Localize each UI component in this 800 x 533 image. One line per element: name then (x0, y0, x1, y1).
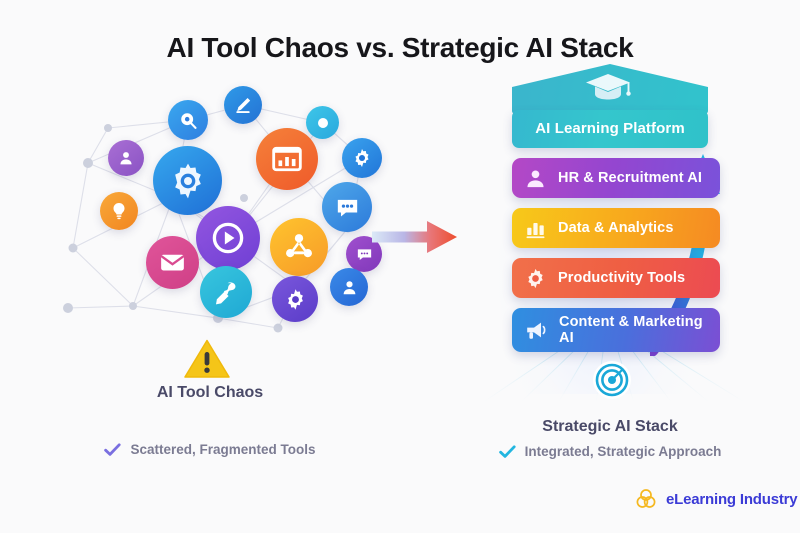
right-arrow-icon (372, 218, 458, 261)
check-icon (498, 444, 516, 458)
left-caption: AI Tool Chaos (156, 384, 264, 401)
check-icon (104, 442, 122, 456)
page-title: AI Tool Chaos vs. Strategic AI Stack (166, 32, 634, 63)
user-icon (108, 140, 144, 176)
stack-layer-content-marketing-ai[interactable]: Content & Marketing AI (512, 308, 720, 352)
brand-name: eLearning Industry (666, 490, 798, 508)
gear-icon (524, 267, 547, 290)
right-subcaption-label: Integrated, Strategic Approach (524, 444, 722, 459)
right-caption: Strategic AI Stack (542, 418, 678, 435)
right-subcaption-row: Integrated, Strategic Approach (450, 444, 770, 459)
strategic-stack: AI Learning Platform HR & Recruitment AI (470, 64, 750, 404)
overlapping-circles-logo-icon (636, 489, 656, 508)
envelope-icon (146, 236, 199, 289)
stack-layer-label: AI Learning Platform (535, 119, 685, 137)
bar-chart-icon (524, 217, 547, 240)
stack-layer-productivity-tools[interactable]: Productivity Tools (512, 258, 720, 298)
target-bullseye-icon (593, 361, 631, 399)
stack-layer-label: HR & Recruitment AI (558, 169, 702, 186)
warning-triangle-icon (183, 337, 231, 381)
search-icon (168, 100, 208, 140)
stack-layer-ai-learning-platform[interactable]: AI Learning Platform (512, 110, 708, 148)
graduation-cap-icon (586, 74, 631, 100)
megaphone-icon (524, 318, 548, 342)
stack-layer-label: Content & Marketing AI (559, 313, 703, 346)
left-subcaption-label: Scattered, Fragmented Tools (130, 442, 316, 457)
chart-report-icon (256, 128, 318, 190)
chaos-cluster (48, 78, 382, 348)
user-icon-blue (330, 268, 368, 306)
pen-edit-icon (224, 86, 262, 124)
gear-icon-blue (342, 138, 382, 178)
brand-logo[interactable]: eLearning Industry (634, 487, 798, 511)
user-icon (524, 167, 547, 190)
circle-dot-icon (306, 106, 339, 139)
gear-icon-large (153, 146, 222, 215)
paint-brush-icon (200, 266, 252, 318)
stack-layer-label: Data & Analytics (558, 219, 674, 236)
stack-layer-label: Productivity Tools (558, 269, 686, 286)
left-subcaption-row: Scattered, Fragmented Tools (40, 442, 380, 457)
play-button-icon (196, 206, 260, 270)
lightbulb-icon (100, 192, 138, 230)
stack-layer-hr-recruitment-ai[interactable]: HR & Recruitment AI (512, 158, 720, 198)
gear-icon-purple (272, 276, 318, 322)
share-network-icon (270, 218, 328, 276)
stack-layer-data-analytics[interactable]: Data & Analytics (512, 208, 720, 248)
chat-bubble-icon (322, 182, 372, 232)
